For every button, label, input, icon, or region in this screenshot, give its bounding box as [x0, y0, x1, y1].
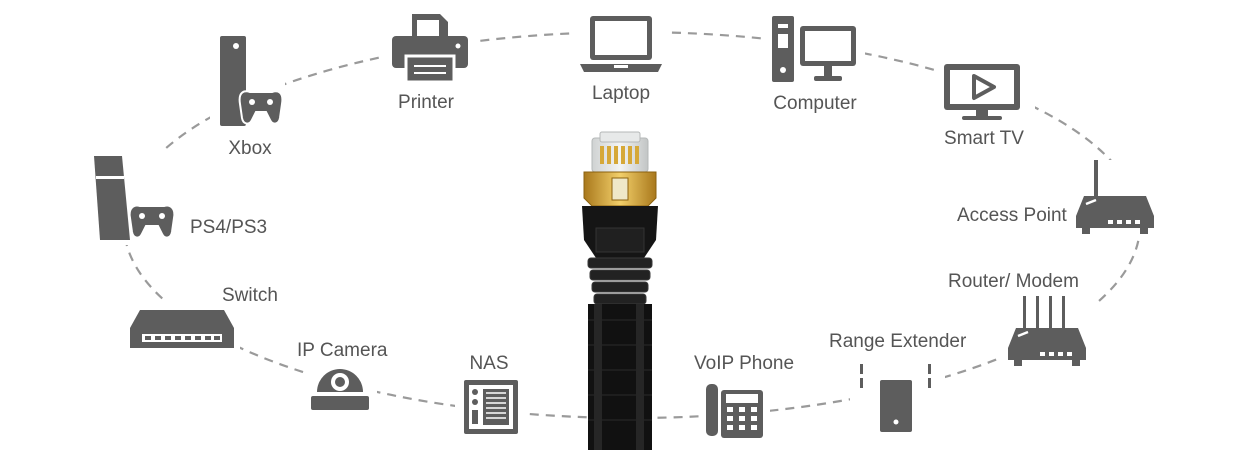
- laptop-icon: [580, 16, 662, 72]
- smart-tv-icon: [944, 64, 1020, 120]
- desktop-computer-icon: [772, 16, 856, 82]
- printer-icon: [392, 14, 468, 84]
- ethernet-cable-icon: [582, 131, 658, 450]
- device-label-ip-camera: IP Camera: [297, 340, 388, 361]
- ip-camera-icon: [311, 369, 369, 410]
- voip-phone-icon: [706, 384, 763, 438]
- playstation-icon: [94, 156, 176, 240]
- device-label-smart-tv: Smart TV: [944, 128, 1024, 149]
- device-label-printer: Printer: [398, 92, 454, 113]
- device-label-router: Router/ Modem: [948, 271, 1079, 292]
- device-label-access-point: Access Point: [957, 205, 1067, 226]
- device-label-switch: Switch: [222, 285, 278, 306]
- network-switch-icon: [130, 310, 234, 348]
- xbox-icon: [220, 36, 284, 126]
- device-label-xbox: Xbox: [228, 138, 272, 159]
- device-label-computer: Computer: [773, 93, 857, 114]
- router-icon: [1008, 296, 1086, 366]
- device-label-ps4-ps3: PS4/PS3: [190, 217, 268, 238]
- nas-icon: [464, 380, 518, 434]
- range-extender-icon: [860, 364, 931, 432]
- device-label-nas: NAS: [469, 353, 509, 374]
- device-label-laptop: Laptop: [591, 83, 651, 104]
- device-label-voip-phone: VoIP Phone: [694, 353, 795, 374]
- device-label-range-extender: Range Extender: [829, 331, 967, 352]
- access-point-icon: [1076, 160, 1154, 234]
